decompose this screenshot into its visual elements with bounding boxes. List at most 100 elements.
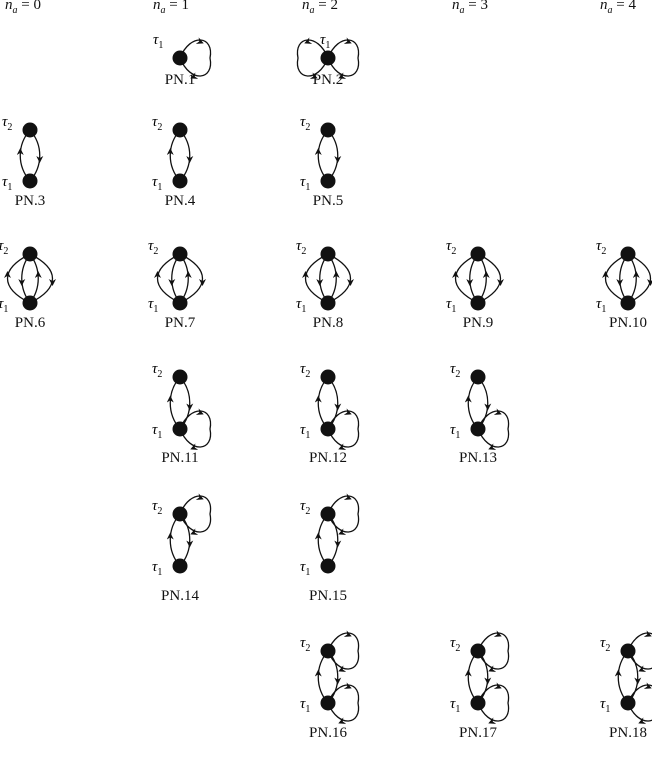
diagram-label: PN.8	[312, 315, 344, 331]
diagram-pn-13: τ2 τ1	[450, 361, 510, 450]
tau-t2-label: τ2	[450, 635, 460, 654]
propagator-line	[19, 129, 31, 182]
vertex-dot-tau1	[172, 295, 188, 311]
vertex-dot-tau1	[320, 695, 336, 711]
diagram-pn-17: τ2 τ1	[450, 630, 510, 724]
diagram-label: PN.5	[312, 193, 344, 209]
vertex-dot-tau2	[172, 122, 188, 138]
vertex-dot-tau2	[172, 506, 188, 522]
tau-t2-label: τ2	[2, 114, 12, 133]
vertex-dot-tau2	[470, 643, 486, 659]
tau-t2-label: τ2	[446, 238, 456, 257]
tau-t1-label: τ1	[300, 174, 310, 193]
tau-t2-label: τ2	[148, 238, 158, 257]
vertex-dot-tau2	[22, 122, 38, 138]
tau-t1-label: τ1	[596, 296, 606, 315]
tau-t2-label: τ2	[596, 238, 606, 257]
diagram-label: PN.2	[312, 72, 344, 88]
propagator-line	[169, 129, 181, 182]
tau-t1-label: τ1	[152, 422, 162, 441]
propagator-line	[179, 129, 191, 182]
tau-t2-label: τ2	[0, 238, 8, 257]
tau-t2-label: τ2	[300, 635, 310, 654]
propagator-line	[29, 253, 54, 304]
diagram-pn-11: τ2 τ1	[152, 361, 212, 450]
tau-t2-label: τ2	[600, 635, 610, 654]
tau-t1-label: τ1	[153, 32, 163, 51]
tau-t1-label: τ1	[300, 696, 310, 715]
vertex-dot-tau2	[320, 506, 336, 522]
tau-t1-label: τ1	[300, 559, 310, 578]
propagator-line	[327, 129, 339, 182]
tau-t1-label: τ1	[450, 422, 460, 441]
tau-t2-label: τ2	[152, 114, 162, 133]
tau-t1-label: τ1	[0, 296, 8, 315]
vertex-dot-tau1	[22, 295, 38, 311]
propagator-line	[327, 253, 352, 304]
vertex-dot-tau2	[620, 643, 636, 659]
tau-t1-label: τ1	[446, 296, 456, 315]
propagator-line	[169, 513, 181, 567]
vertex-dot-tau1	[320, 295, 336, 311]
vertex-dot-tau1	[320, 173, 336, 189]
diagram-label: PN.3	[14, 193, 46, 209]
propagator-line	[317, 376, 329, 430]
diagram-pn-16: τ2 τ1	[300, 630, 360, 724]
diagram-pn-3: τ2 τ1	[2, 114, 44, 193]
diagram-label: PN.4	[164, 193, 196, 209]
propagator-line	[179, 253, 204, 304]
propagator-line	[627, 650, 639, 704]
diagram-label: PN.1	[164, 72, 196, 88]
propagator-line	[467, 376, 479, 430]
diagram-pn-2: τ1	[296, 32, 360, 79]
tau-t2-label: τ2	[152, 361, 162, 380]
propagator-line	[156, 253, 181, 304]
vertex-dot-tau2	[620, 246, 636, 262]
diagram-pn-6: τ2 τ1	[0, 238, 56, 315]
tau-t2-label: τ2	[450, 361, 460, 380]
propagator-line	[304, 253, 329, 304]
diagram-label: PN.12	[309, 450, 347, 466]
vertex-dot-tau2	[22, 246, 38, 262]
vertex-dot-tau2	[172, 369, 188, 385]
tau-t1-label: τ1	[600, 696, 610, 715]
vertex-dot	[320, 50, 336, 66]
propagator-line	[477, 376, 489, 430]
propagator-line	[327, 650, 339, 704]
diagram-pn-9: τ2 τ1	[446, 238, 504, 315]
propagator-line	[179, 376, 191, 430]
propagator-line	[327, 376, 339, 430]
tau-t1-label: τ1	[296, 296, 306, 315]
tau-t1-label: τ1	[450, 696, 460, 715]
tau-t1-label: τ1	[2, 174, 12, 193]
vertex-dot-tau1	[470, 695, 486, 711]
tau-t2-label: τ2	[296, 238, 306, 257]
tau-t1-label: τ1	[300, 422, 310, 441]
propagator-line	[454, 253, 479, 304]
vertex-dot-tau1	[172, 558, 188, 574]
vertex-dot-tau2	[470, 369, 486, 385]
vertex-dot-tau1	[172, 173, 188, 189]
diagram-label: PN.16	[309, 725, 347, 741]
diagram-label: PN.14	[161, 588, 199, 604]
propagator-line	[29, 129, 41, 182]
column-header: na = 3	[452, 0, 488, 16]
diagram-pn-1: τ1	[153, 32, 212, 79]
vertex-dot-tau2	[320, 643, 336, 659]
column-header: na = 1	[153, 0, 189, 16]
diagram-label: PN.11	[161, 450, 199, 466]
tau-t1-label: τ1	[152, 174, 162, 193]
propagator-line	[317, 650, 329, 704]
diagram-label: PN.17	[459, 725, 497, 741]
diagram-label: PN.13	[459, 450, 497, 466]
propagator-line	[477, 253, 502, 304]
vertex-dot	[172, 50, 188, 66]
vertex-dot-tau1	[320, 558, 336, 574]
tau-t1-label: τ1	[152, 559, 162, 578]
vertex-dot-tau1	[470, 295, 486, 311]
